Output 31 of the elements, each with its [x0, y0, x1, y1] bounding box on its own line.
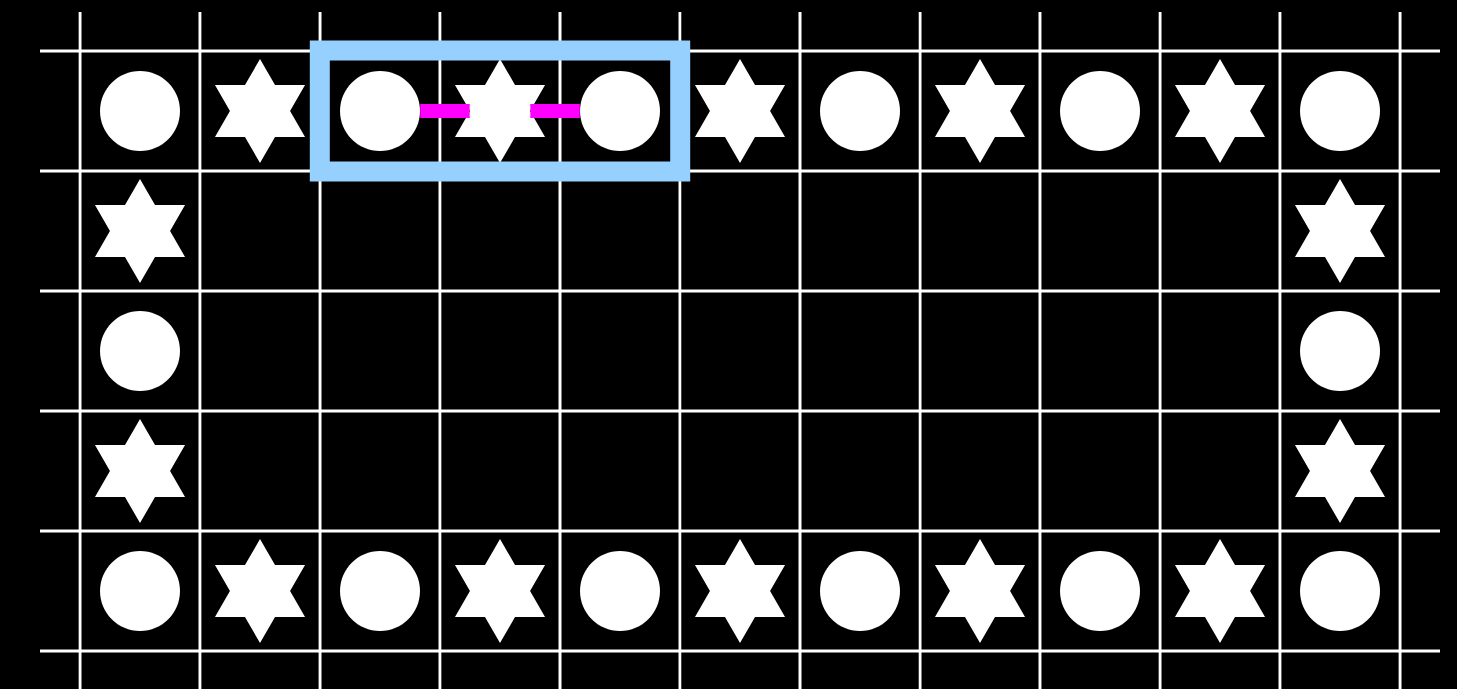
- star: [1295, 179, 1386, 283]
- connector-line: [420, 104, 470, 118]
- circle: [340, 551, 420, 631]
- circle: [100, 311, 180, 391]
- connector-line: [530, 104, 580, 118]
- star: [454, 59, 546, 163]
- circle: [1060, 71, 1140, 151]
- star: [94, 179, 186, 283]
- circle: [820, 551, 900, 631]
- circle: [1300, 311, 1380, 391]
- circle: [820, 71, 900, 151]
- star: [1295, 419, 1386, 523]
- circle: [340, 71, 420, 151]
- circle: [1300, 71, 1380, 151]
- star: [934, 539, 1026, 643]
- circle: [100, 551, 180, 631]
- star: [694, 59, 786, 163]
- circle: [580, 71, 660, 151]
- star: [934, 59, 1026, 163]
- star: [214, 539, 306, 643]
- circle: [1300, 551, 1380, 631]
- star: [694, 539, 786, 643]
- circle: [1060, 551, 1140, 631]
- circle: [100, 71, 180, 151]
- star: [1175, 59, 1266, 163]
- star: [94, 419, 186, 523]
- star: [454, 539, 546, 643]
- circle: [580, 551, 660, 631]
- highlight-box: [309, 40, 691, 182]
- star: [214, 59, 306, 163]
- star: [1175, 539, 1266, 643]
